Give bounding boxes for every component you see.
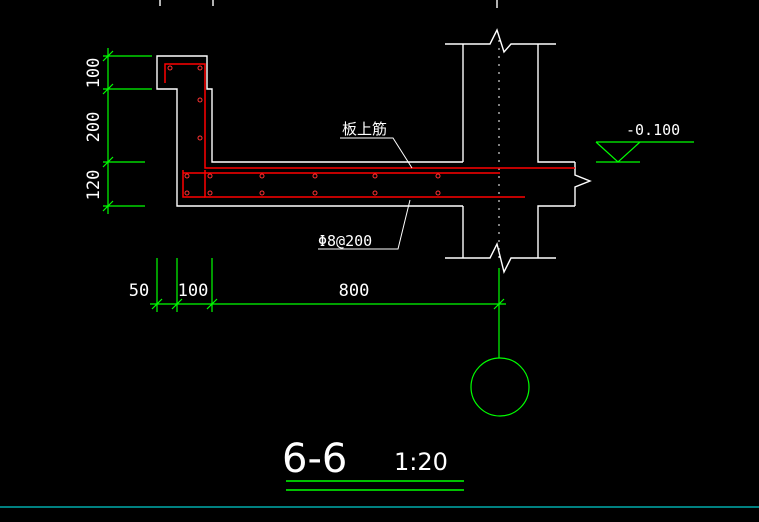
rebar-dot [197,135,203,141]
rebar-dot [435,173,441,179]
section-title: 6-6 [282,436,347,482]
rebar-bottom-bar [204,170,525,198]
hdim-label-800: 800 [339,281,370,301]
vdim-tick [102,200,114,212]
vdim-tick [102,50,114,62]
rebar-dot [312,173,318,179]
slab-beam-outline [156,55,463,207]
rebar-note-bottom: Φ8@200 [318,232,372,250]
horizontal-dimension-chain [150,258,506,358]
rebar-dot [184,190,190,196]
hdim-tick [171,298,183,310]
leader-top-rebar [340,137,413,169]
wall-right-upper-face [537,44,575,163]
rebar-dot [372,190,378,196]
wall-bottom-edge [445,241,556,275]
hdim-label-100: 100 [178,281,209,301]
rebar-dot [435,190,441,196]
vdim-tick [102,156,114,168]
rebar-dot [207,190,213,196]
hdim-label-50: 50 [129,281,149,301]
hdim-tick [151,298,163,310]
grid-axis-bubble [470,357,530,417]
rebar-dot [207,173,213,179]
vertical-dimension-chain [102,48,152,214]
vdim-label-120: 120 [84,170,104,201]
rebar-dot [167,65,173,71]
rebar-dot [312,190,318,196]
vdim-label-200: 200 [84,112,104,143]
level-symbol [595,141,694,163]
leaders [318,137,413,250]
title-underlines [286,480,464,491]
rebar-beam-stirrup [182,170,205,198]
rebar-note-top: 板上筋 [342,120,387,138]
rebar-top-bar [164,63,575,169]
rebar-group [164,63,575,198]
rebar-dot [259,173,265,179]
rebar-dot [372,173,378,179]
rebar-dot [197,65,203,71]
slab-break-line [574,162,592,206]
rebar-dots [167,65,441,196]
hdim-tick [493,298,505,310]
leader-bottom-rebar [318,199,411,250]
vdim-tick [102,83,114,95]
level-triangle [595,141,641,163]
rebar-dot [184,173,190,179]
concrete-outline [156,0,592,275]
vdim-label-100: 100 [84,58,104,89]
wall-right-lower-face [537,205,575,258]
wall-top-edge [445,28,556,54]
level-value: -0.100 [626,121,680,139]
drawing-scale: 1:20 [394,448,448,476]
rebar-dot [259,190,265,196]
rebar-dot [197,97,203,103]
hdim-tick [206,298,218,310]
